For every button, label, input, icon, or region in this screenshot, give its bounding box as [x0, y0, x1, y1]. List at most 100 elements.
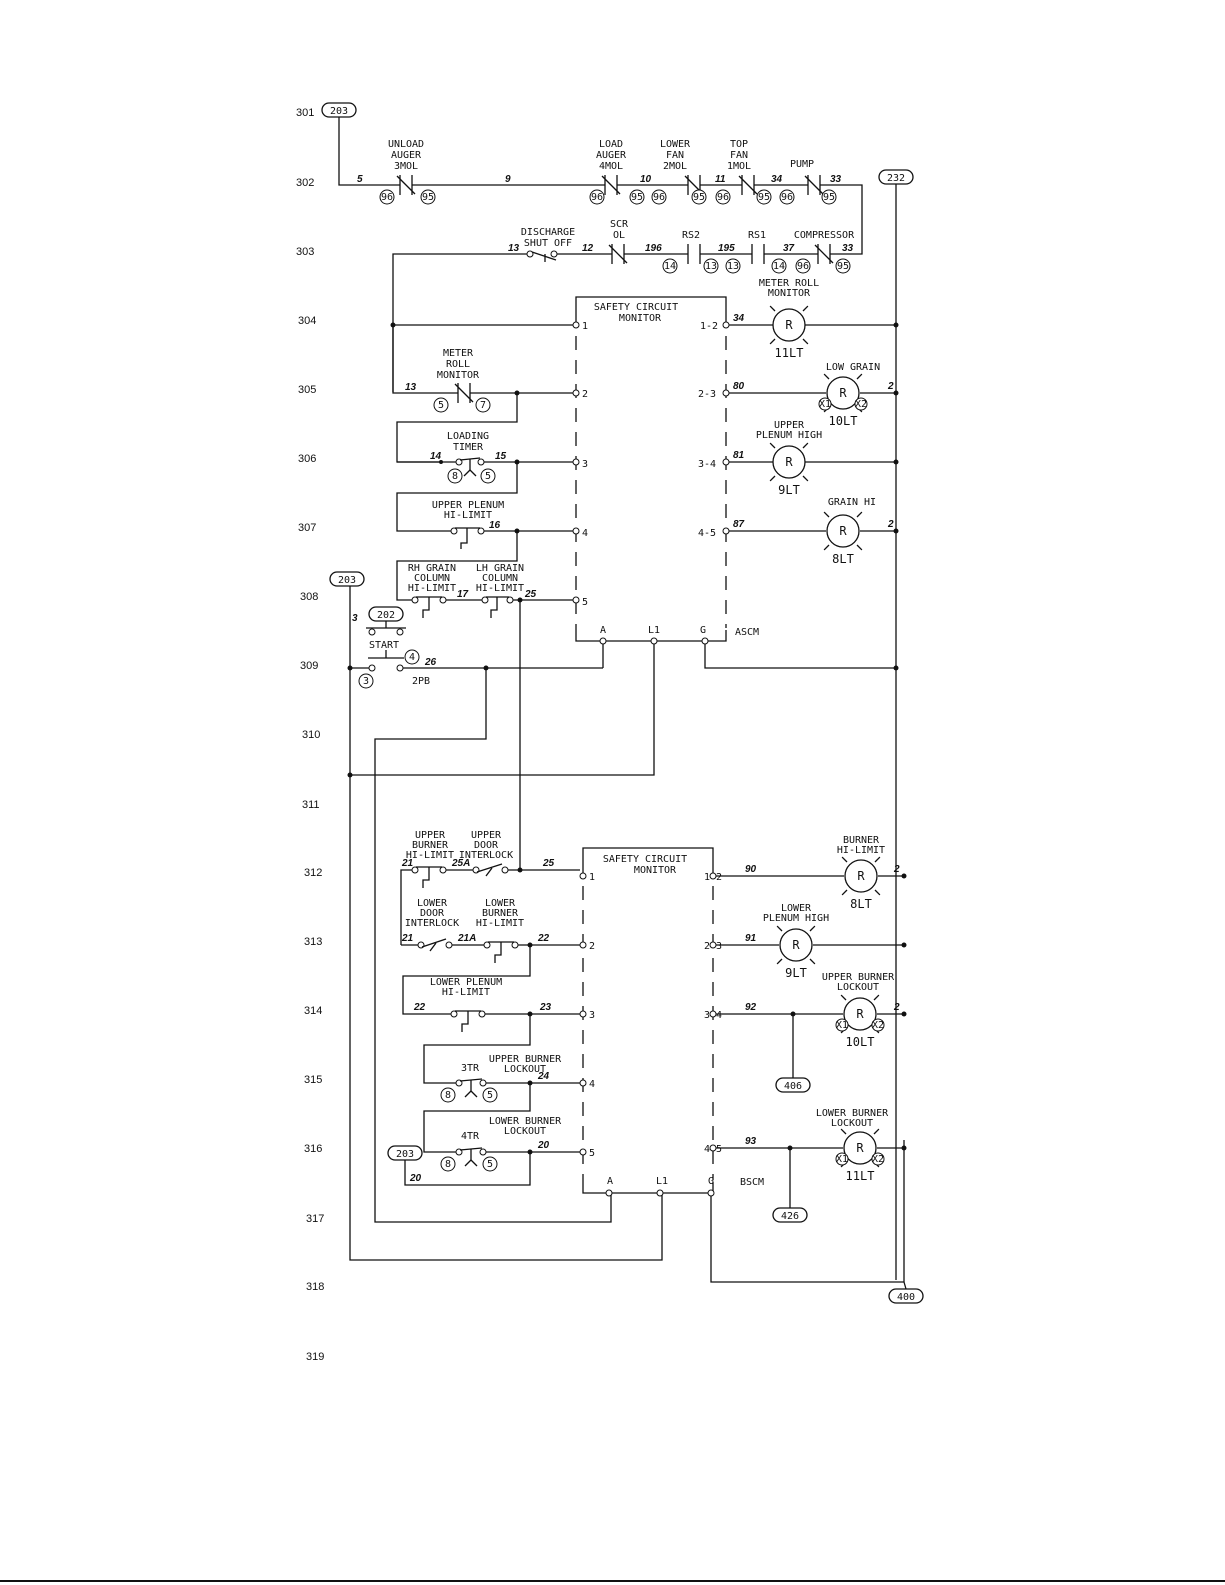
monitor-title: SAFETY CIRCUIT: [603, 854, 687, 865]
svg-text:13: 13: [727, 261, 739, 272]
start-label: START: [369, 640, 399, 651]
lamp-circle: [843, 1131, 877, 1165]
svg-text:96: 96: [653, 192, 665, 203]
lamp-ray: [856, 544, 863, 551]
wire-number: 2: [893, 864, 900, 875]
svg-text:95: 95: [823, 192, 835, 203]
terminal-label: A: [600, 625, 606, 636]
page-bottom-rule: [0, 1580, 1225, 1582]
line-number: 315: [304, 1074, 322, 1086]
rung-302: UNLOAD AUGER 3MOL LOAD AUGER 4MOL LOWER …: [338, 117, 863, 255]
lamp-ray: [776, 925, 783, 932]
unload-auger-label: UNLOAD: [388, 139, 424, 150]
upper-burner-hl-label: BURNER: [412, 840, 449, 851]
lamp-terminal: [835, 1018, 849, 1032]
rung-314: LOWER PLENUM HI-LIMIT 22 23 92 2 406: [402, 945, 907, 1093]
lamp-terminal: [871, 1018, 885, 1032]
compressor-label: COMPRESSOR: [794, 230, 855, 241]
monitor-title: MONITOR: [619, 313, 662, 324]
svg-text:14: 14: [773, 261, 785, 272]
svg-text:96: 96: [591, 192, 603, 203]
lower-plenum-label: LOWER PLENUM: [430, 977, 502, 988]
monitor-title: SAFETY CIRCUIT: [594, 302, 678, 313]
wire-number: 22: [537, 933, 550, 944]
lower-door-label: DOOR: [420, 908, 445, 919]
lamp-ray: [769, 305, 776, 312]
discharge-label: SHUT OFF: [524, 238, 572, 249]
lamp-label: UPPER: [774, 420, 805, 431]
line-number: 313: [304, 936, 322, 948]
upper-door-label: DOOR: [474, 840, 499, 851]
wire-l1-lower: [349, 775, 663, 1261]
lamp-terminal: [871, 1152, 885, 1166]
lamp-ray: [856, 373, 863, 380]
lower-fan-label: LOWER: [660, 139, 691, 150]
ref-400: 400: [888, 1288, 924, 1304]
line-number: 306: [298, 453, 316, 465]
line-number: 316: [304, 1143, 322, 1155]
lamp-label: LOWER: [781, 903, 812, 914]
rung-303: DISCHARGE SHUT OFF SCR OL RS2 RS1 COMPRE…: [392, 219, 855, 392]
pb-label: 2PB: [412, 676, 430, 687]
terminal-label: 1-2: [700, 321, 718, 332]
lamp-ray: [874, 889, 881, 896]
line-number: 308: [300, 591, 318, 603]
svg-text:8: 8: [445, 1090, 451, 1101]
lamp-ray: [840, 1128, 847, 1135]
terminal-label: 2: [589, 941, 595, 952]
lamp-circle: [826, 514, 860, 548]
lamp-terminal-label: X2: [855, 399, 867, 410]
terminal-label: 3-4: [698, 459, 716, 470]
wire-number: 11: [715, 174, 726, 185]
upper-door-label: INTERLOCK: [459, 850, 513, 861]
top-fan-label: FAN: [730, 150, 748, 161]
svg-text:95: 95: [693, 192, 705, 203]
lamp-ray: [823, 544, 830, 551]
svg-text:95: 95: [422, 192, 434, 203]
wire-number: 26: [424, 657, 437, 668]
lamp-ray: [840, 994, 847, 1001]
terminal-label: 1: [582, 321, 588, 332]
lamp-label: BURNER: [843, 835, 880, 846]
wire-g-return: [710, 1196, 904, 1283]
rh-grain-label: COLUMN: [414, 573, 450, 584]
load-auger-label: LOAD: [599, 139, 623, 150]
svg-text:8: 8: [445, 1159, 451, 1170]
ref-203-lower: 203: [387, 1145, 423, 1161]
scr-label: OL: [613, 230, 625, 241]
lamp-label: LOCKOUT: [831, 1118, 873, 1129]
wire-number: 23: [539, 1002, 552, 1013]
line-number: 311: [302, 799, 320, 811]
wire-number: 80: [733, 381, 745, 392]
lamp-circle: [772, 445, 806, 479]
wire-number: 25A: [451, 858, 470, 869]
svg-text:203: 203: [338, 575, 356, 586]
lamp-label: METER ROLL: [759, 278, 819, 289]
lamp-ray: [769, 475, 776, 482]
svg-text:3: 3: [363, 676, 369, 687]
lower-fan-label: FAN: [666, 150, 684, 161]
load-auger-label: AUGER: [596, 150, 627, 161]
lower-door-label: LOWER: [417, 898, 448, 909]
line-number: 312: [304, 867, 322, 879]
load-auger-contact: [601, 175, 621, 195]
lamp-circle: [779, 928, 813, 962]
wire-number: 37: [783, 243, 795, 254]
terminal-circles-302: 96 95 96 95 96 95 96 95 96 95: [379, 189, 837, 205]
lamp-terminal: [835, 1152, 849, 1166]
wire-number: 5: [357, 174, 363, 185]
rung-315: UPPER BURNER LOCKOUT 3TR 24 8 5: [423, 1014, 580, 1103]
line-number: 301: [296, 107, 314, 119]
lamp-ray: [776, 958, 783, 965]
lamp-letter: R: [785, 318, 793, 332]
lamp-ray: [856, 511, 863, 518]
svg-text:406: 406: [784, 1081, 802, 1092]
wire-number: 15: [495, 451, 507, 462]
lamp-ray: [873, 994, 880, 1001]
svg-text:4: 4: [409, 652, 415, 663]
lower-burner-hl-label: HI-LIMIT: [476, 918, 524, 929]
upper-door-label: UPPER: [471, 830, 502, 841]
load-auger-label: 4MOL: [599, 161, 623, 172]
